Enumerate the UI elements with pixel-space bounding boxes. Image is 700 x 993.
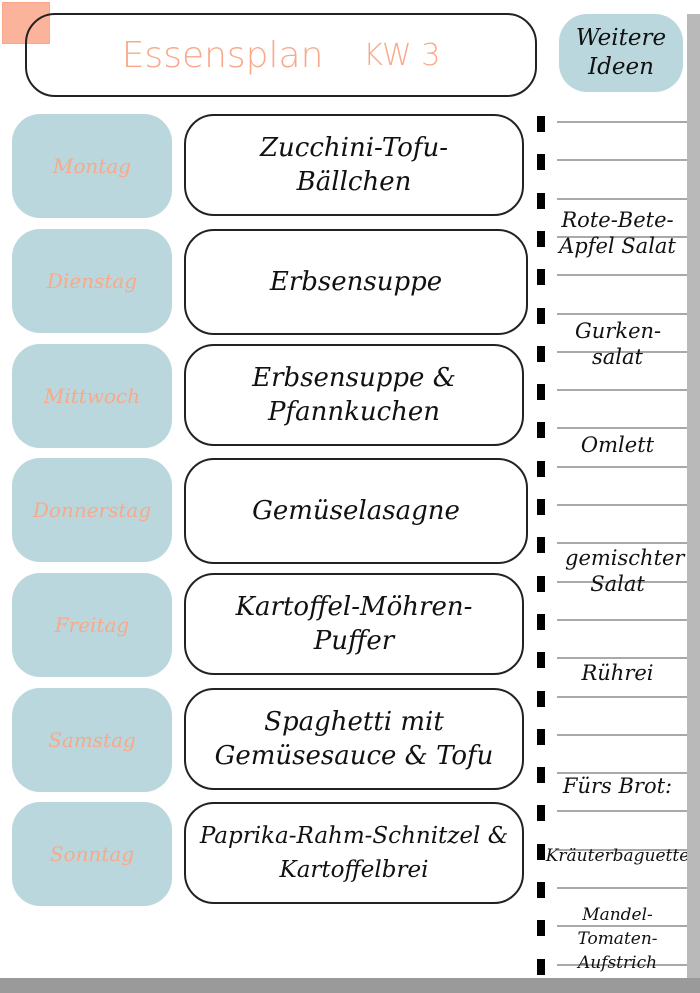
ruled-line: [557, 504, 687, 506]
dash-mark: [537, 460, 545, 477]
idea-item: Rührei: [581, 661, 654, 685]
dash-mark: [537, 575, 545, 592]
dash-mark: [537, 690, 545, 707]
ruled-line: [557, 350, 687, 353]
ruled-line: [557, 887, 687, 889]
page-edge-bottom: [0, 978, 700, 993]
ruled-line: [557, 618, 687, 621]
ruled-line: [557, 465, 687, 468]
dash-mark: [537, 269, 545, 286]
dash-mark: [537, 384, 545, 401]
day-label: Sonntag: [12, 802, 172, 906]
ruled-line: [557, 657, 687, 660]
week-label: KW 3: [363, 37, 441, 73]
dash-mark: [537, 613, 545, 630]
dash-mark: [537, 116, 545, 132]
idea-item: gemischter Salat: [565, 546, 685, 596]
dash-mark: [537, 192, 545, 209]
dash-mark: [537, 537, 545, 554]
meal-box: Erbsensuppe: [184, 229, 528, 335]
dash-mark: [537, 920, 545, 937]
ruled-line: [557, 695, 687, 698]
day-label: Montag: [12, 114, 172, 218]
ruled-line: [557, 389, 687, 392]
dash-mark: [537, 882, 545, 898]
idea-item: Kräuterbaguette: [545, 846, 690, 866]
dash-mark: [537, 652, 545, 669]
page-title: Essensplan: [121, 34, 324, 76]
meal-box: Kartoffel-Möhren-Puffer: [184, 573, 524, 675]
dash-mark: [537, 767, 545, 784]
ruled-line: [557, 121, 687, 123]
day-label: Dienstag: [12, 229, 172, 333]
meal-box: Paprika-Rahm-Schnitzel & Kartoffelbrei: [184, 802, 524, 904]
ruled-line: [557, 810, 687, 813]
meal-box: Gemüselasagne: [184, 458, 528, 564]
ruled-line: [557, 925, 687, 928]
ruled-line: [557, 772, 687, 775]
idea-item: Omlett: [580, 433, 655, 457]
day-label: Freitag: [12, 573, 172, 677]
ruled-line: [557, 963, 687, 966]
page-edge-right: [687, 14, 700, 993]
idea-item: Rote-Bete-Apfel Salat: [559, 208, 676, 258]
dash-mark: [537, 843, 545, 860]
meal-box: Erbsensuppe & Pfannkuchen: [184, 344, 524, 446]
dash-mark: [537, 307, 545, 324]
dash-mark: [537, 499, 545, 515]
day-label: Donnerstag: [12, 458, 172, 562]
idea-item: Gurken-salat: [575, 319, 662, 369]
idea-item: Mandel-Tomaten-Aufstrich: [577, 905, 658, 973]
ruled-line: [557, 274, 687, 277]
dash-mark: [537, 345, 545, 362]
dash-mark: [537, 728, 545, 745]
day-label: Mittwoch: [12, 344, 172, 448]
ruled-line: [557, 159, 687, 162]
ruled-line: [557, 733, 687, 736]
ruled-line: [557, 197, 687, 200]
dash-mark: [537, 154, 545, 171]
ruled-line: [557, 542, 687, 545]
ruled-line: [557, 848, 687, 851]
dash-mark: [537, 422, 545, 439]
day-label: Samstag: [12, 688, 172, 792]
ruled-line: [557, 235, 687, 238]
dash-mark: [537, 958, 545, 975]
ruled-line: [557, 427, 687, 430]
ruled-line: [557, 580, 687, 583]
idea-item: Fürs Brot:: [562, 774, 673, 798]
ideas-header: Weitere Ideen: [559, 14, 683, 92]
title-box: Essensplan KW 3: [25, 13, 537, 97]
dash-mark: [537, 805, 545, 822]
ruled-line: [557, 312, 687, 315]
meal-box: Spaghetti mit Gemüsesauce & Tofu: [184, 688, 524, 790]
meal-box: Zucchini-Tofu-Bällchen: [184, 114, 524, 216]
dash-mark: [537, 230, 545, 247]
